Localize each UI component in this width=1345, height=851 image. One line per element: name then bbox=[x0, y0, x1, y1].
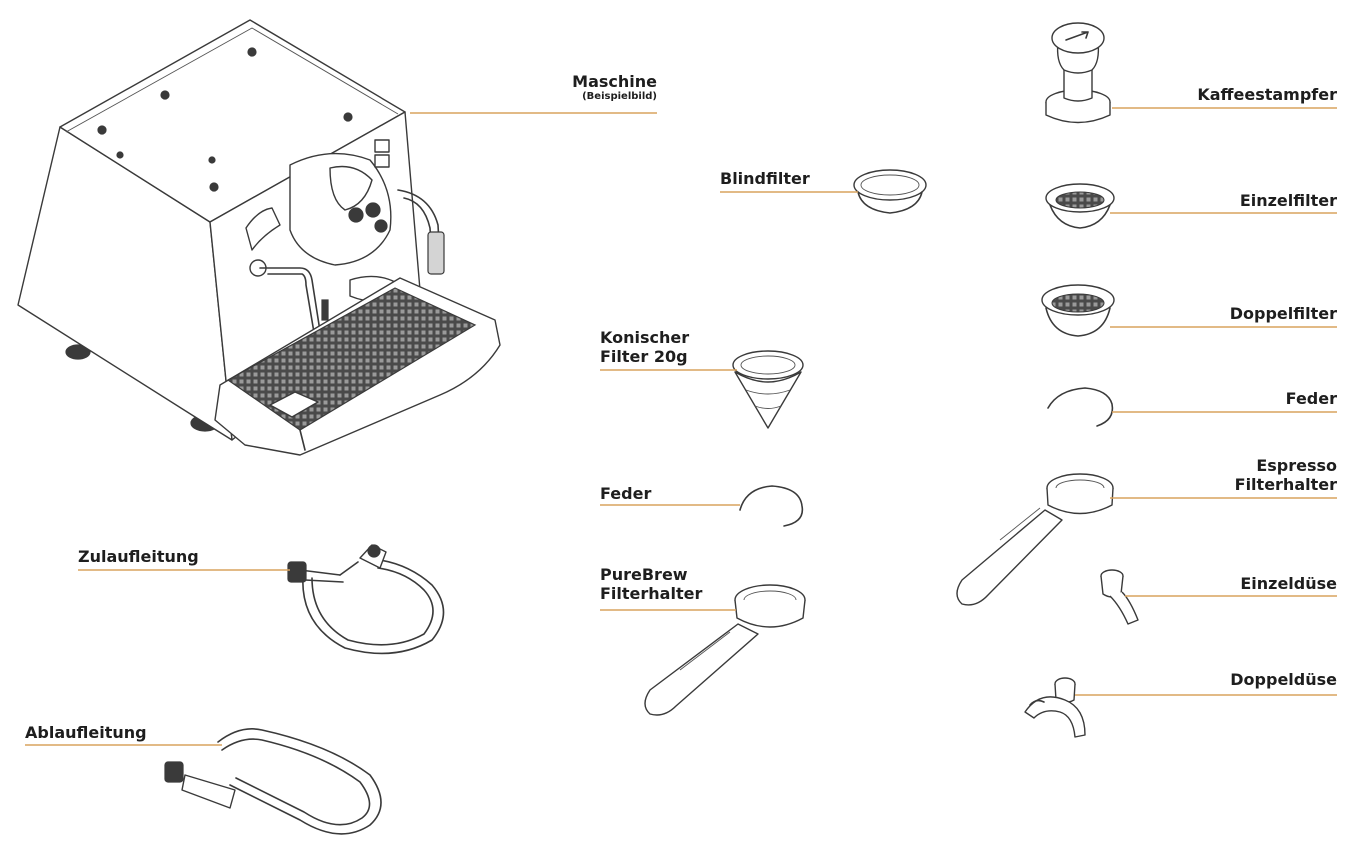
label-double-filter: Doppelfilter bbox=[1130, 304, 1337, 323]
label-blind-filter: Blindfilter bbox=[720, 169, 810, 188]
label-single-spout: Einzeldüse bbox=[1130, 574, 1337, 593]
label-inlet-hose-text: Zulaufleitung bbox=[78, 547, 199, 566]
label-spring-mid-text: Feder bbox=[600, 484, 651, 503]
spring-mid-drawing bbox=[740, 486, 802, 526]
label-drain-hose-text: Ablaufleitung bbox=[25, 723, 147, 742]
label-conical-filter-line2: Filter 20g bbox=[600, 347, 689, 366]
single-filter-drawing bbox=[1046, 184, 1114, 228]
label-machine: Maschine (Beispielbild) bbox=[530, 72, 657, 103]
label-spring-mid: Feder bbox=[600, 484, 651, 503]
double-spout-drawing bbox=[1025, 678, 1085, 737]
double-filter-drawing bbox=[1042, 285, 1114, 336]
label-inlet-hose: Zulaufleitung bbox=[78, 547, 199, 566]
label-purebrew-portafilter-line1: PureBrew bbox=[600, 565, 702, 584]
espresso-portafilter-drawing bbox=[957, 474, 1113, 605]
label-tamper-text: Kaffeestampfer bbox=[1130, 85, 1337, 104]
label-double-filter-text: Doppelfilter bbox=[1130, 304, 1337, 323]
spring-right-drawing bbox=[1048, 388, 1112, 426]
label-example-image: (Beispielbild) bbox=[530, 91, 657, 103]
purebrew-portafilter-drawing bbox=[645, 585, 805, 715]
label-espresso-portafilter-line2: Filterhalter bbox=[1130, 475, 1337, 494]
tamper-drawing bbox=[1046, 23, 1110, 123]
label-double-spout-text: Doppeldüse bbox=[1130, 670, 1337, 689]
label-single-spout-text: Einzeldüse bbox=[1130, 574, 1337, 593]
label-double-spout: Doppeldüse bbox=[1130, 670, 1337, 689]
label-tamper: Kaffeestampfer bbox=[1130, 85, 1337, 104]
label-espresso-portafilter: Espresso Filterhalter bbox=[1130, 456, 1337, 494]
label-purebrew-portafilter: PureBrew Filterhalter bbox=[600, 565, 702, 603]
label-machine-text: Maschine bbox=[530, 72, 657, 91]
label-blind-filter-text: Blindfilter bbox=[720, 169, 810, 188]
inlet-hose-drawing bbox=[288, 545, 444, 653]
label-drain-hose: Ablaufleitung bbox=[25, 723, 147, 742]
label-purebrew-portafilter-line2: Filterhalter bbox=[600, 584, 702, 603]
machine-drawing bbox=[18, 20, 500, 455]
blind-filter-drawing bbox=[854, 170, 926, 213]
label-conical-filter: Konischer Filter 20g bbox=[600, 328, 689, 366]
conical-filter-drawing bbox=[733, 351, 803, 428]
label-spring-right: Feder bbox=[1130, 389, 1337, 408]
label-spring-right-text: Feder bbox=[1130, 389, 1337, 408]
label-single-filter-text: Einzelfilter bbox=[1130, 191, 1337, 210]
label-single-filter: Einzelfilter bbox=[1130, 191, 1337, 210]
label-espresso-portafilter-line1: Espresso bbox=[1130, 456, 1337, 475]
label-conical-filter-line1: Konischer bbox=[600, 328, 689, 347]
